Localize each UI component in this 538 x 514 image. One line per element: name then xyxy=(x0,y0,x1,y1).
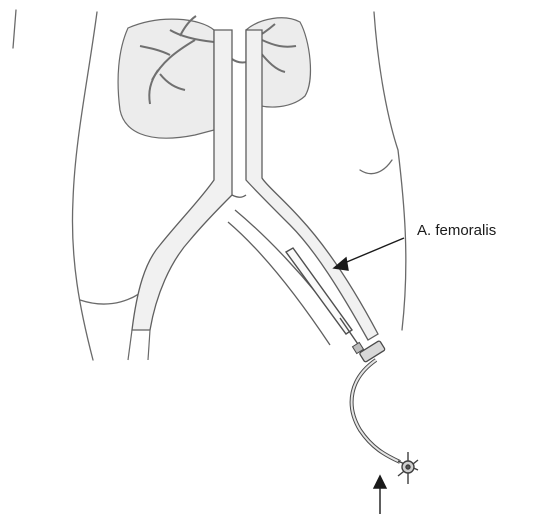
catheter-hub xyxy=(352,340,385,362)
stopcock-valve xyxy=(398,452,418,484)
pointer-arrow-artery xyxy=(334,238,404,270)
catheter-tubing xyxy=(352,360,400,462)
artery-label: A. femoralis xyxy=(417,222,496,239)
pointer-arrow-catheter xyxy=(374,476,386,514)
